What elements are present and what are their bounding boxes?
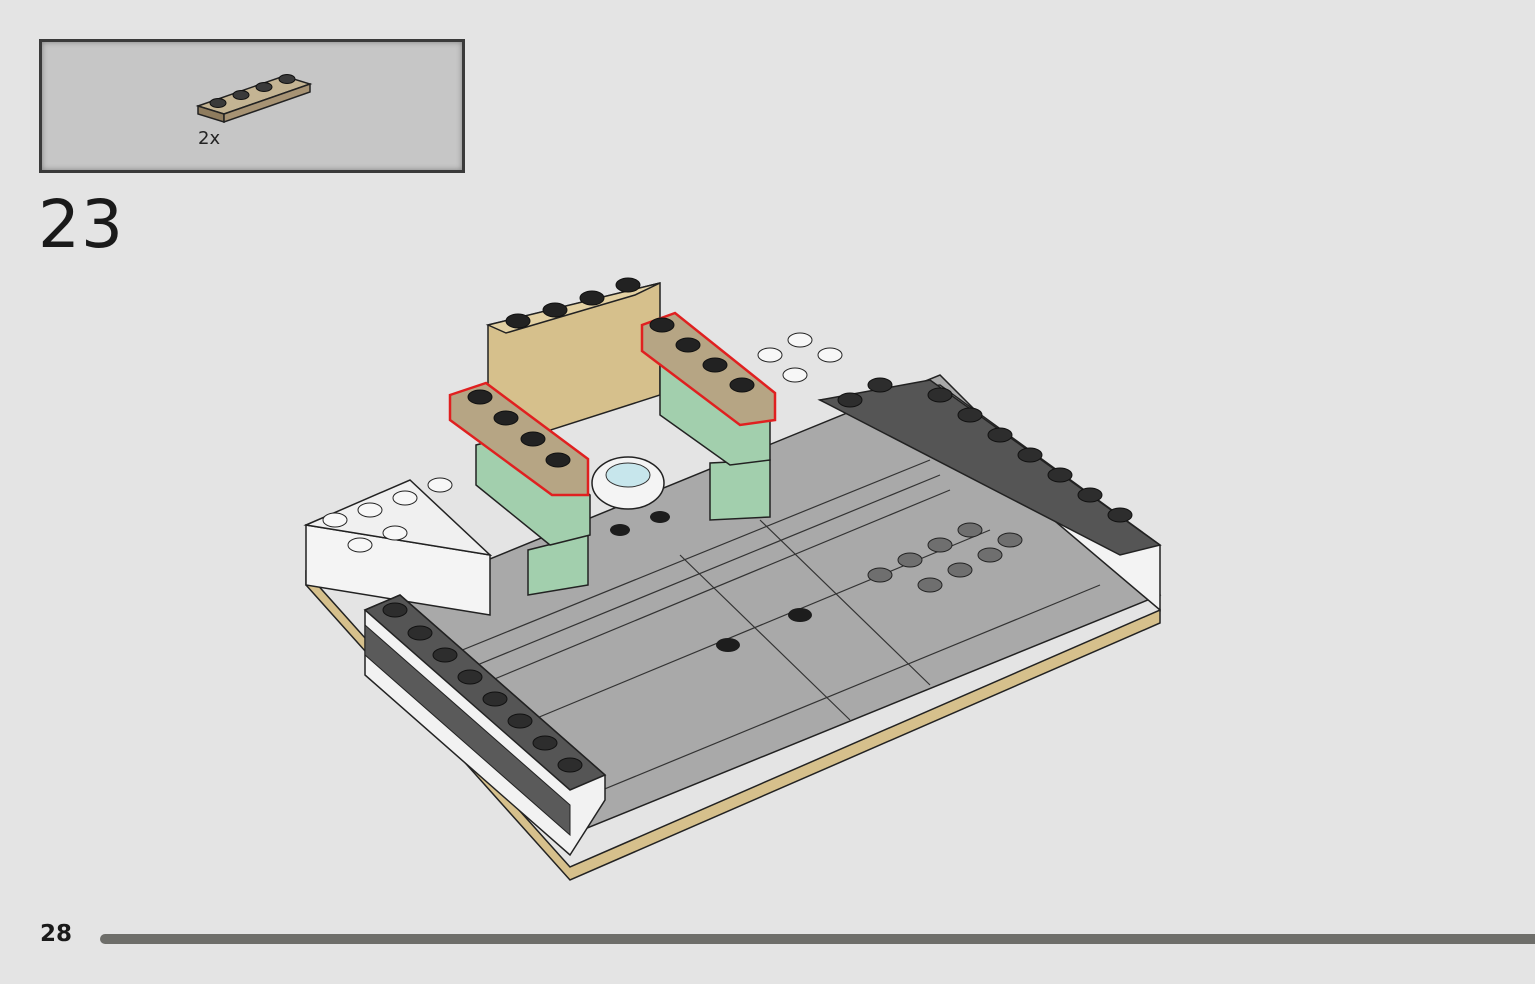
model-illustration xyxy=(303,277,1162,881)
page-number: 28 xyxy=(40,921,73,947)
parts-callout-box: 2x xyxy=(39,39,465,173)
step-number: 23 xyxy=(38,186,124,263)
progress-bar xyxy=(100,934,1535,944)
tan-plate-1x4-icon xyxy=(195,74,313,124)
part-quantity: 2x xyxy=(198,128,221,149)
